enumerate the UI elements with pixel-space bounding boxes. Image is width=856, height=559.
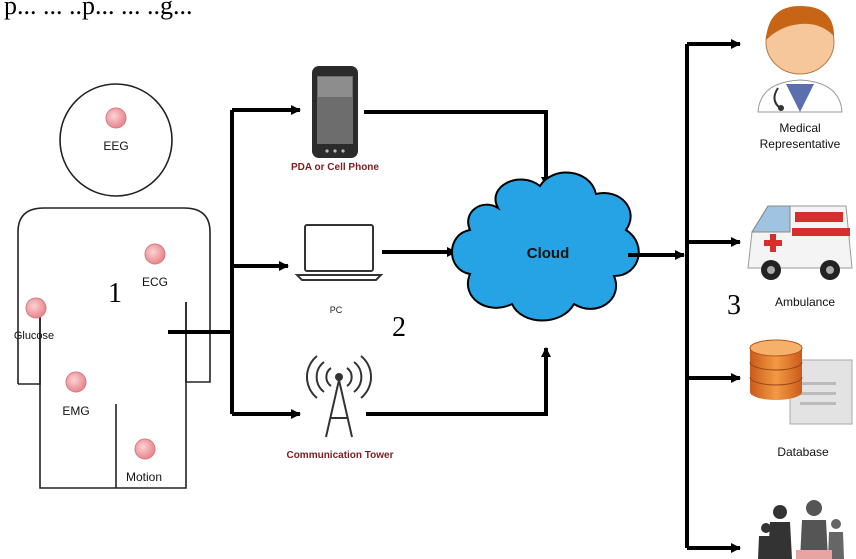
tower-label: Communication Tower xyxy=(286,450,393,461)
sensor-ecg: ECG xyxy=(142,243,168,289)
body-to-devices-connectors xyxy=(168,105,301,419)
top-cropped-text: p... ... ..p... ... ..g... xyxy=(4,0,193,20)
sensor-glucose-dot xyxy=(25,297,47,319)
sensor-emg-label: EMG xyxy=(62,404,89,418)
medical-label-line2: Representative xyxy=(760,137,841,151)
human-body-outline xyxy=(17,83,211,489)
stage-number-2: 2 xyxy=(392,312,406,343)
ambulance-icon xyxy=(747,205,853,280)
cloud-to-outputs-connectors xyxy=(628,39,741,553)
sensor-motion-label: Motion xyxy=(126,470,162,484)
sensor-eeg: EEG xyxy=(103,107,129,153)
sensor-glucose-label: Glucose xyxy=(14,330,54,342)
database-icon xyxy=(749,339,853,425)
tower-icon xyxy=(305,355,373,438)
sensor-motion: Motion xyxy=(126,438,162,484)
cloud-label: Cloud xyxy=(527,245,570,262)
database-label: Database xyxy=(777,445,829,459)
pc-label: PC xyxy=(330,305,343,315)
sensor-ecg-label: ECG xyxy=(142,275,168,289)
laptop-icon xyxy=(294,224,384,281)
sensor-emg-dot xyxy=(65,371,87,393)
sensor-eeg-label: EEG xyxy=(103,139,128,153)
ambulance-label: Ambulance xyxy=(775,295,835,309)
legs-outline xyxy=(39,302,187,489)
cloud-icon xyxy=(451,171,640,322)
phone-icon xyxy=(312,66,358,158)
family-icon xyxy=(758,500,844,559)
medical-label-line1: Medical xyxy=(779,121,820,135)
head-outline xyxy=(59,83,173,197)
stage-number-3: 3 xyxy=(727,290,741,321)
phone-label: PDA or Cell Phone xyxy=(291,162,379,173)
stage-number-1: 1 xyxy=(108,278,122,309)
sensor-emg: EMG xyxy=(62,371,90,418)
sensor-glucose: Glucose xyxy=(14,297,54,342)
devices-to-cloud-connectors xyxy=(364,110,551,416)
sensor-eeg-dot xyxy=(105,107,127,129)
sensor-ecg-dot xyxy=(144,243,166,265)
doctor-icon xyxy=(757,6,843,113)
sensor-motion-dot xyxy=(134,438,156,460)
